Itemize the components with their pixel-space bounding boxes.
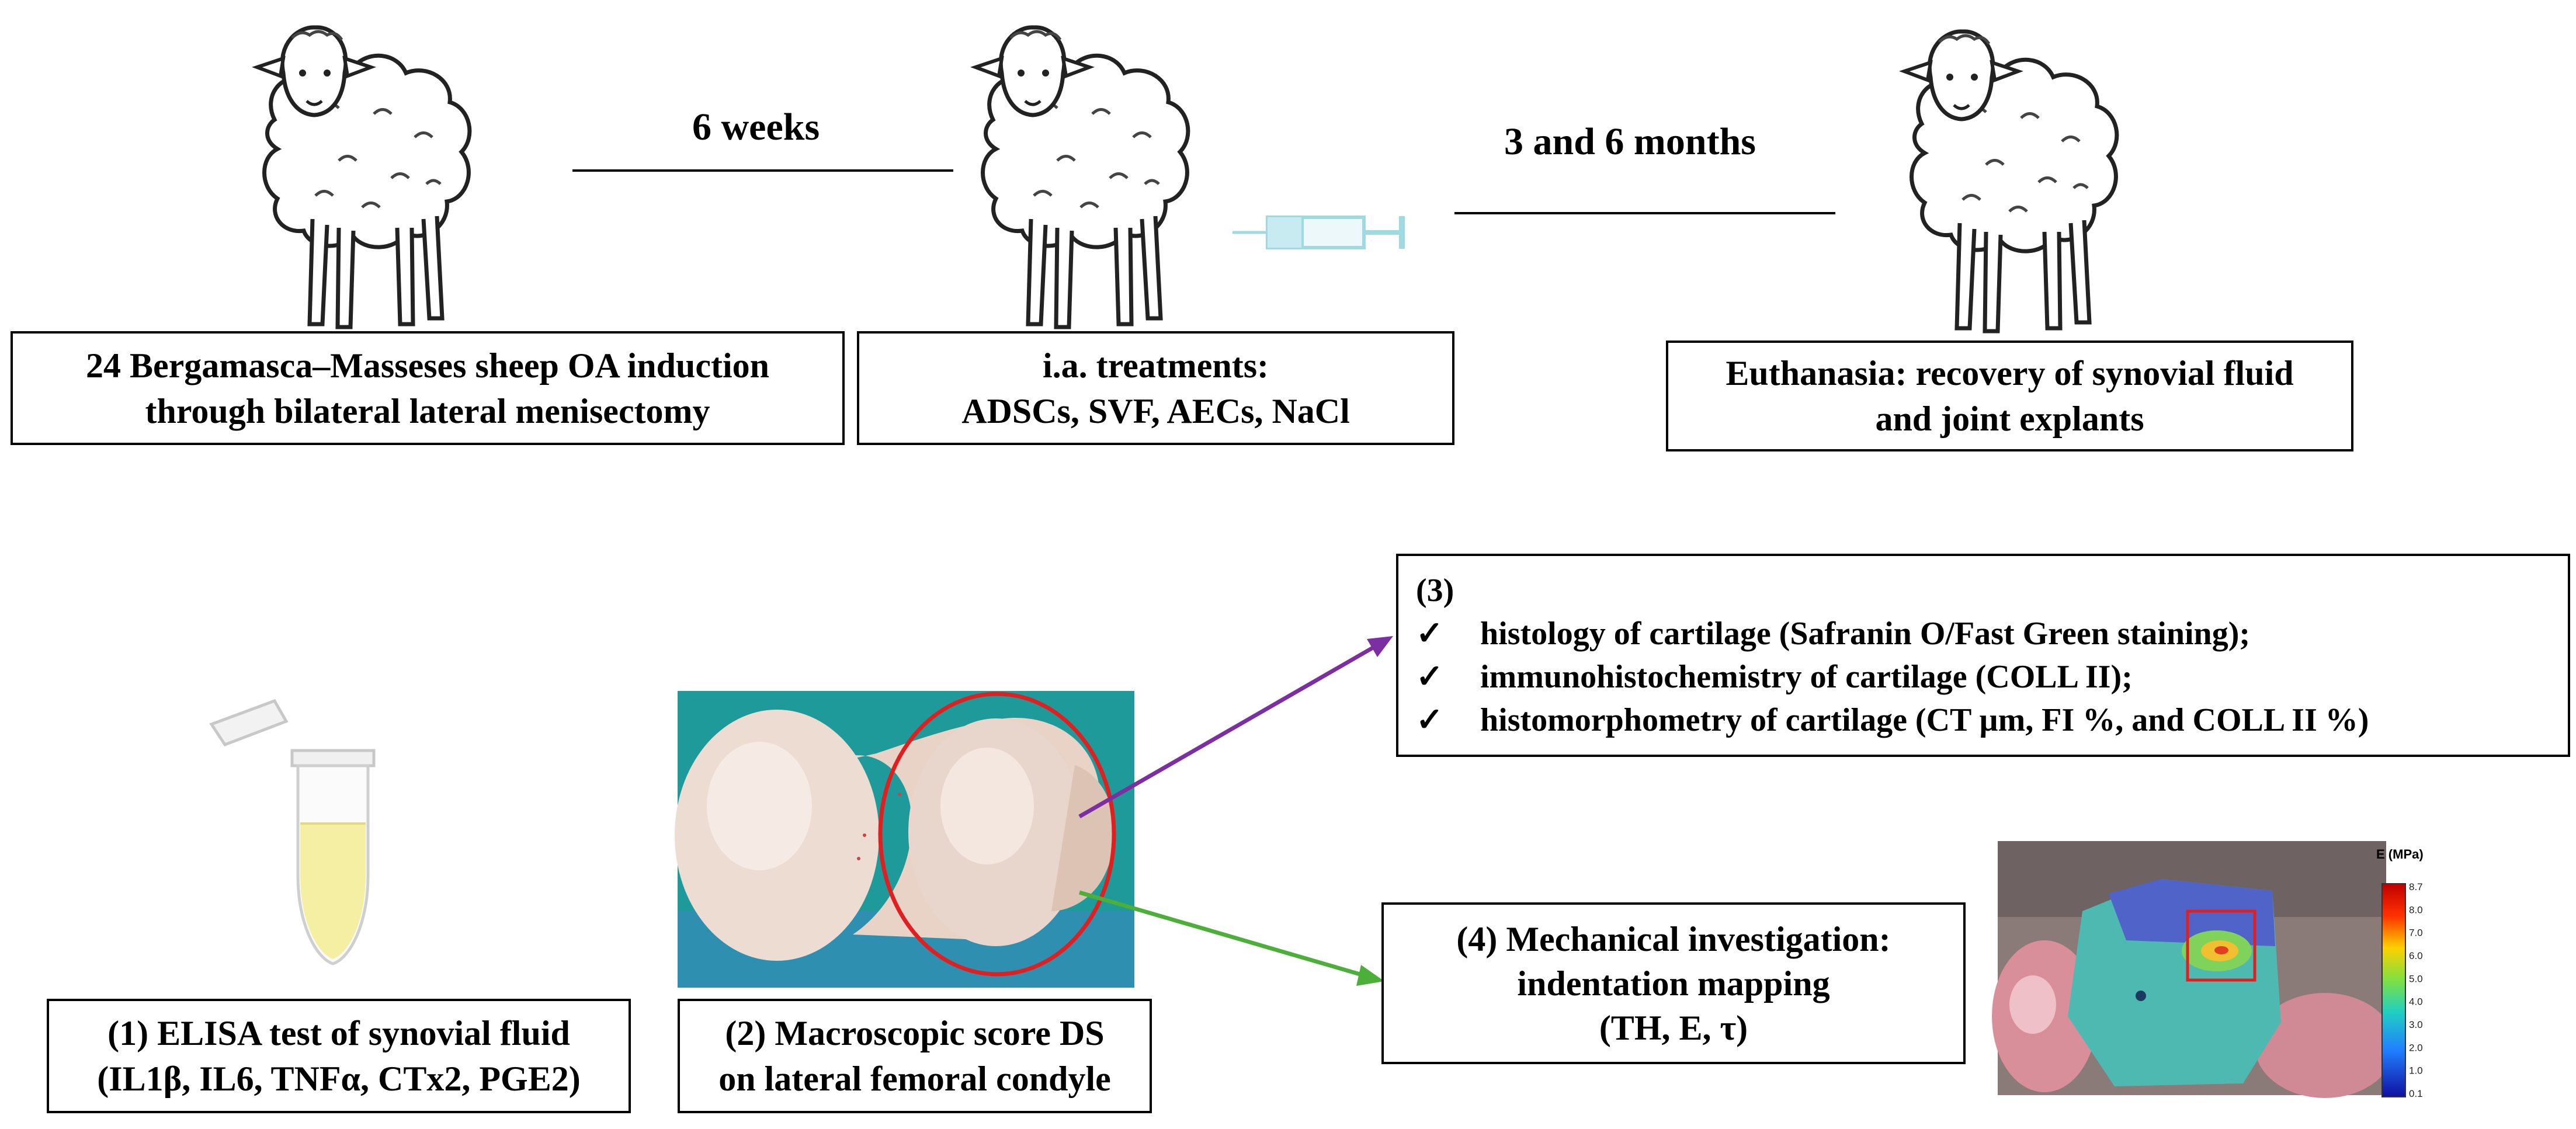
check-icon: ✓ [1416, 659, 1443, 695]
treatment-box: i.a. treatments: ADSCs, SVF, AECs, NaCl [857, 331, 1454, 445]
colorbar [2381, 883, 2406, 1097]
histology-item-text: immunohistochemistry of cartilage (COLL … [1480, 659, 2133, 695]
interval-label-1: 6 weeks [692, 106, 820, 148]
check-icon: ✓ [1416, 702, 1443, 738]
colorbar-tick-label: 1.0 [2409, 1065, 2423, 1076]
sheep-icon [975, 27, 1188, 327]
colorbar-tick-label: 6.0 [2409, 950, 2423, 961]
histology-item-text: histomorphometry of cartilage (CT µm, FI… [1480, 702, 2369, 738]
colorbar-tick-label: 2.0 [2409, 1042, 2423, 1053]
check-icon: ✓ [1416, 616, 1443, 652]
interval-label-2: 3 and 6 months [1504, 120, 1756, 163]
treatment-line-1: i.a. treatments: [1042, 346, 1269, 385]
histology-item: ✓ immunohistochemistry of cartilage (COL… [1416, 655, 2568, 699]
arrow-to-mechanical [1079, 890, 1384, 986]
tube-icon [209, 699, 376, 965]
macroscopic-line-1: (2) Macroscopic score DS [725, 1014, 1105, 1052]
histology-number: (3) [1416, 572, 1454, 609]
induction-line-1: 24 Bergamasca–Masseses sheep OA inductio… [86, 346, 769, 385]
colorbar-title: E (MPa) [2376, 847, 2424, 861]
colorbar-ticks: 8.7 8.0 7.0 6.0 5.0 4.0 3.0 2.0 1.0 0.1 [2409, 881, 2423, 1099]
colorbar-tick-label: 7.0 [2409, 927, 2423, 939]
indentation-map-image [1992, 841, 2395, 1098]
colorbar-tick-label: 3.0 [2409, 1019, 2423, 1030]
mechanical-analysis-box: (4) Mechanical investigation: indentatio… [1381, 902, 1966, 1064]
euthanasia-line-1: Euthanasia: recovery of synovial fluid [1726, 354, 2294, 392]
syringe-icon [1233, 216, 1405, 249]
colorbar-tick-label: 4.0 [2409, 996, 2423, 1008]
colorbar-tick-label: 8.0 [2409, 904, 2423, 915]
elisa-analysis-box: (1) ELISA test of synovial fluid (IL1β, … [47, 999, 631, 1113]
femoral-condyle-photo [675, 691, 1134, 988]
histology-analysis-box: (3) ✓ histology of cartilage (Safranin O… [1396, 554, 2570, 757]
condyle-highlight-circle [878, 692, 1116, 977]
elisa-line-2: (IL1β, IL6, TNFα, CTx2, PGE2) [97, 1059, 581, 1098]
mechanical-line-3: (TH, E, τ) [1599, 1008, 1748, 1047]
arrow-to-histology [1078, 636, 1393, 819]
colorbar-tick-label: 0.1 [2409, 1088, 2423, 1099]
euthanasia-box: Euthanasia: recovery of synovial fluid a… [1666, 341, 2353, 451]
mechanical-line-2: indentation mapping [1517, 964, 1830, 1003]
colorbar-tick-label: 8.7 [2409, 881, 2423, 892]
colorbar-tick-label: 5.0 [2409, 973, 2423, 984]
histology-item: ✓ histology of cartilage (Safranin O/Fas… [1416, 612, 2568, 655]
macroscopic-line-2: on lateral femoral condyle [718, 1059, 1111, 1098]
sheep-icon [257, 27, 470, 327]
induction-line-2: through bilateral lateral menisectomy [145, 391, 710, 430]
macroscopic-analysis-box: (2) Macroscopic score DS on lateral femo… [678, 999, 1152, 1113]
induction-box: 24 Bergamasca–Masseses sheep OA inductio… [11, 331, 845, 445]
histology-item-text: histology of cartilage (Safranin O/Fast … [1480, 616, 2250, 652]
euthanasia-line-2: and joint explants [1875, 400, 2144, 438]
sheep-icon [1904, 32, 2117, 331]
histology-item: ✓ histomorphometry of cartilage (CT µm, … [1416, 699, 2568, 742]
mechanical-line-1: (4) Mechanical investigation: [1456, 919, 1891, 958]
elisa-line-1: (1) ELISA test of synovial fluid [107, 1014, 570, 1052]
treatment-line-2: ADSCs, SVF, AECs, NaCl [961, 391, 1350, 430]
